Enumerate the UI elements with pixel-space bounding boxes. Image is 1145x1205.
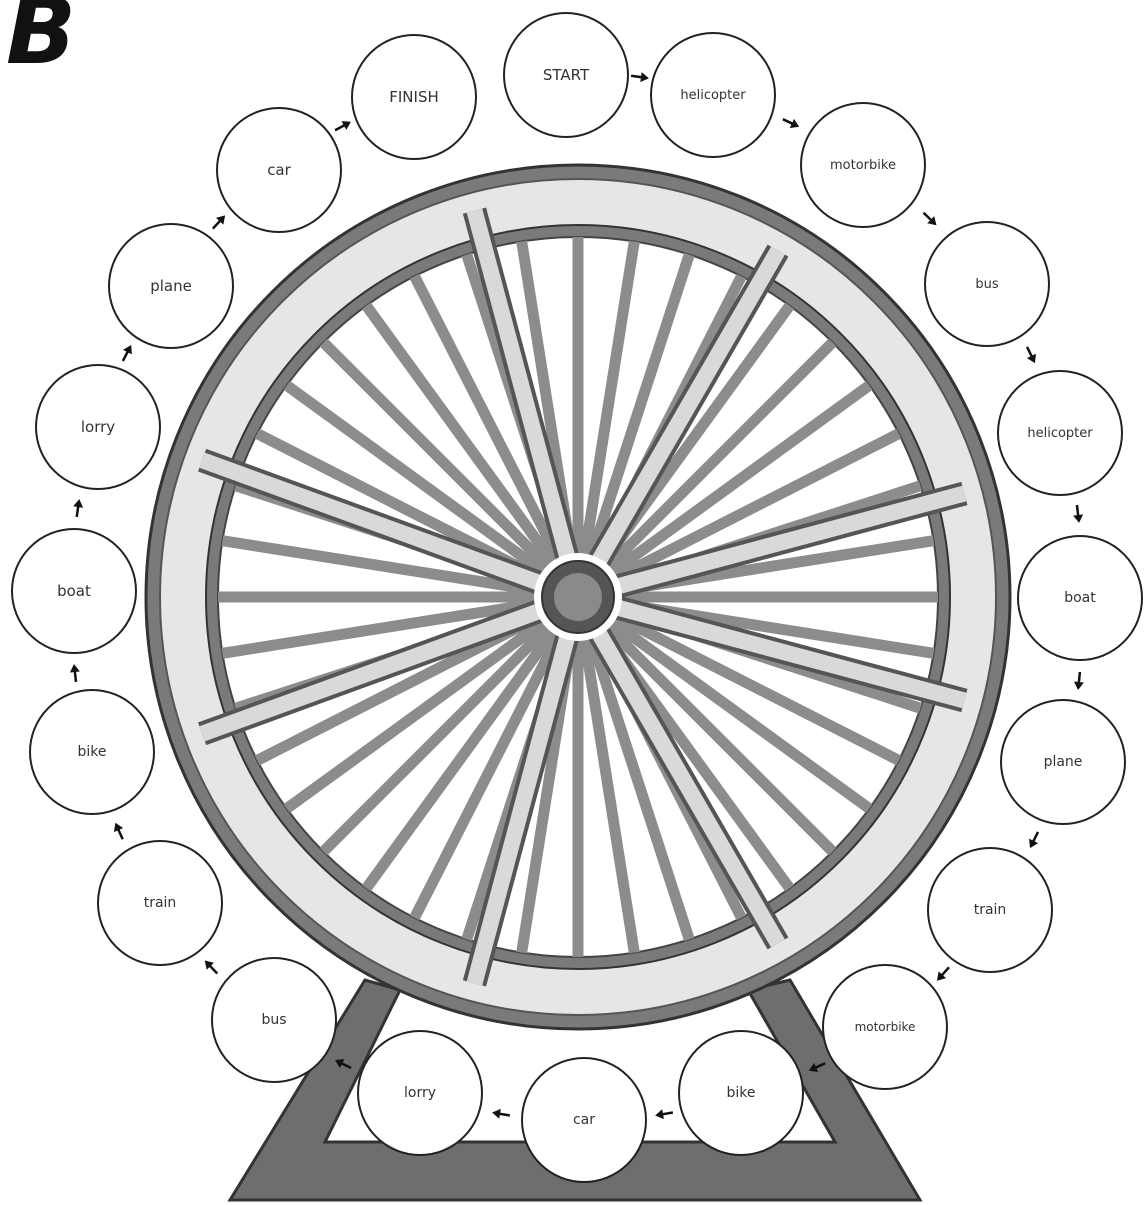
path-node-3: motorbike (800, 102, 926, 228)
path-node-12: lorry (357, 1030, 483, 1156)
path-node-label: bus (261, 1012, 286, 1028)
path-node-10: bike (678, 1030, 804, 1156)
path-node-label: train (974, 902, 1007, 918)
path-node-18: plane (108, 223, 234, 349)
path-node-label: bike (78, 744, 107, 760)
path-node-label: plane (1044, 754, 1083, 770)
path-node-label: car (573, 1112, 595, 1128)
arrow-icon (66, 495, 91, 520)
arrow-icon (63, 661, 87, 685)
path-node-17: lorry (35, 364, 161, 490)
path-node-label: lorry (404, 1085, 436, 1101)
section-letter: B (6, 0, 76, 78)
path-node-label: car (267, 161, 291, 179)
path-node-15: bike (29, 689, 155, 815)
path-node-label: lorry (81, 418, 115, 436)
path-node-label: boat (57, 582, 91, 600)
path-node-9: motorbike (822, 964, 948, 1090)
path-node-14: train (97, 840, 223, 966)
path-node-label: helicopter (680, 88, 745, 103)
path-node-20: FINISH (351, 34, 477, 160)
path-node-7: plane (1000, 699, 1126, 825)
arrow-icon (488, 1102, 513, 1127)
arrow-icon (1066, 502, 1090, 526)
path-node-label: train (144, 895, 177, 911)
wheel (146, 165, 1010, 1029)
path-node-2: helicopter (650, 32, 776, 158)
path-node-1: START (503, 12, 629, 138)
path-node-6: boat (1017, 535, 1143, 661)
path-node-label: boat (1064, 590, 1096, 606)
path-node-label: motorbike (855, 1020, 916, 1034)
arrow-icon (1067, 669, 1091, 693)
path-node-label: bike (727, 1085, 756, 1101)
path-node-label: bus (975, 277, 998, 292)
path-node-11: car (521, 1057, 647, 1183)
path-node-19: car (216, 107, 342, 233)
path-node-label: plane (150, 277, 192, 295)
path-node-label: FINISH (389, 88, 439, 106)
path-node-8: train (927, 847, 1053, 973)
path-node-4: bus (924, 221, 1050, 347)
arrow-icon (651, 1102, 676, 1127)
path-node-16: boat (11, 528, 137, 654)
path-node-label: helicopter (1027, 426, 1092, 441)
hub-inner (554, 573, 602, 621)
arrow-icon (628, 65, 653, 90)
path-node-5: helicopter (997, 370, 1123, 496)
path-node-label: START (543, 66, 589, 84)
path-node-13: bus (211, 957, 337, 1083)
path-node-label: motorbike (830, 158, 896, 173)
